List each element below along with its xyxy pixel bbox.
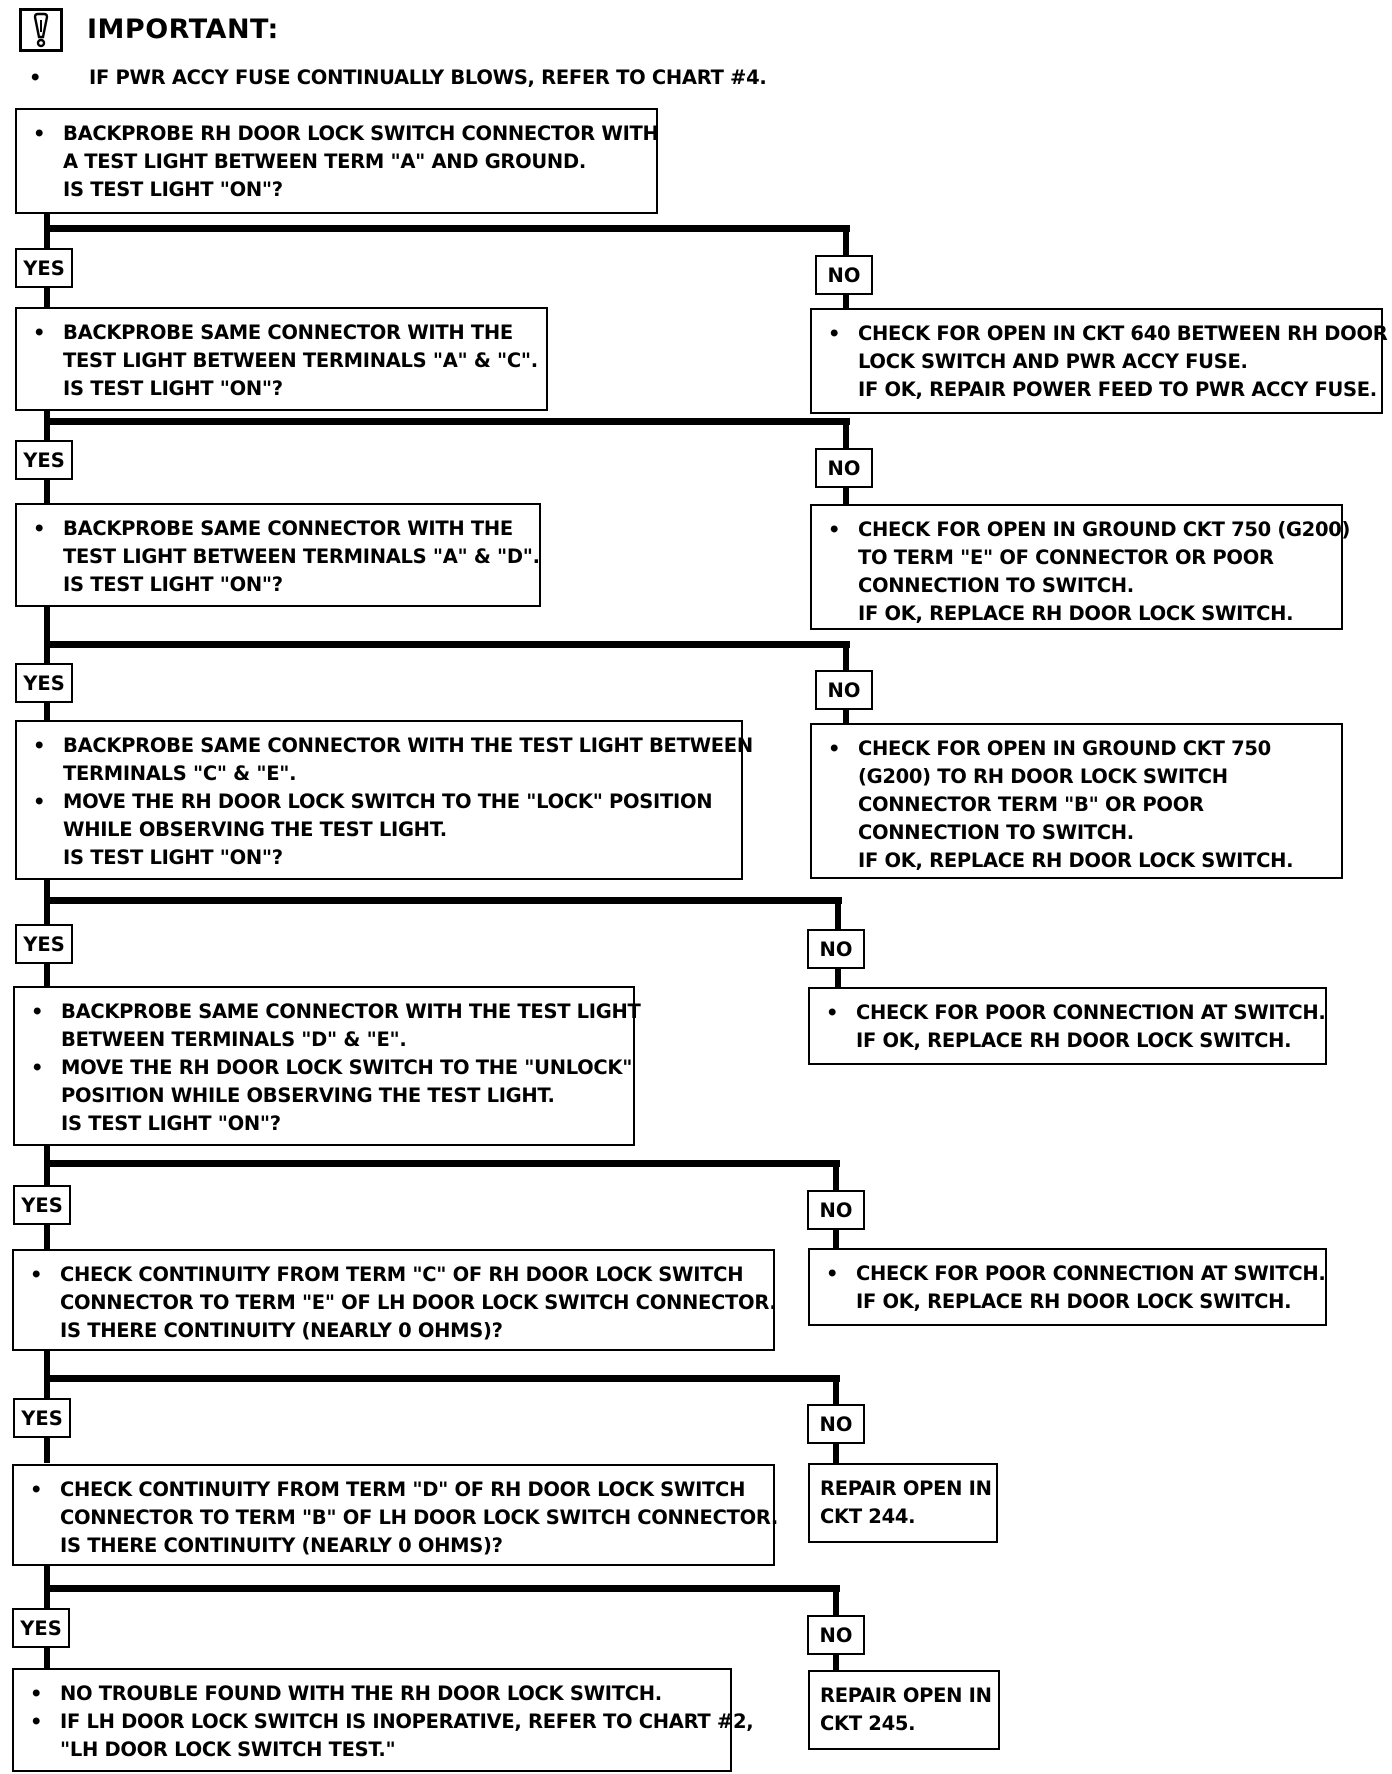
exclamation-icon bbox=[19, 8, 63, 52]
step-6-no-result-box: REPAIR OPEN IN CKT 244. bbox=[808, 1463, 998, 1543]
connector-line bbox=[843, 225, 849, 257]
no-label: NO bbox=[807, 1404, 865, 1444]
connector-line bbox=[44, 1223, 50, 1250]
branch-line bbox=[44, 418, 850, 425]
connector-line bbox=[44, 409, 50, 441]
step-5-question-box: •BACKPROBE SAME CONNECTOR WITH THE TEST … bbox=[13, 986, 641, 1146]
text-line: A TEST LIGHT BETWEEN TERM "A" AND GROUND… bbox=[63, 150, 586, 173]
connector-line bbox=[44, 1436, 50, 1463]
connector-line bbox=[44, 1646, 50, 1670]
step-7-question-box: •CHECK CONTINUITY FROM TERM "D" OF RH DO… bbox=[12, 1464, 778, 1566]
yes-label: YES bbox=[13, 1185, 71, 1225]
step-3-no-result-box: •CHECK FOR OPEN IN GROUND CKT 750 (G200)… bbox=[810, 723, 1343, 879]
step-4-no-result-box: •CHECK FOR POOR CONNECTION AT SWITCH. IF… bbox=[808, 987, 1327, 1065]
connector-line bbox=[833, 1442, 839, 1466]
text-line: •BACKPROBE RH DOOR LOCK SWITCH CONNECTOR… bbox=[33, 122, 659, 145]
connector-line bbox=[833, 1653, 839, 1672]
yes-label: YES bbox=[15, 663, 73, 703]
branch-line bbox=[44, 1585, 840, 1592]
connector-line bbox=[44, 605, 50, 665]
connector-line bbox=[833, 1228, 839, 1250]
no-label: NO bbox=[807, 1190, 865, 1230]
connector-line bbox=[833, 1585, 839, 1621]
yes-label: YES bbox=[13, 1398, 71, 1438]
bullet: • bbox=[29, 66, 42, 89]
text-line: IS TEST LIGHT "ON"? bbox=[63, 178, 283, 201]
no-label: NO bbox=[815, 670, 873, 710]
connector-line bbox=[44, 962, 50, 987]
connector-line bbox=[44, 878, 50, 930]
branch-line bbox=[44, 225, 850, 232]
connector-line bbox=[843, 293, 849, 310]
connector-line bbox=[44, 701, 50, 721]
yes-label: YES bbox=[15, 440, 73, 480]
yes-label: YES bbox=[15, 924, 73, 964]
connector-line bbox=[835, 967, 841, 989]
branch-line bbox=[44, 897, 842, 904]
step-7-no-result-box: REPAIR OPEN IN CKT 245. bbox=[808, 1670, 1000, 1750]
step-2-no-result-box: •CHECK FOR OPEN IN GROUND CKT 750 (G200)… bbox=[810, 504, 1350, 630]
yes-label: YES bbox=[12, 1608, 70, 1648]
step-4-question-box: •BACKPROBE SAME CONNECTOR WITH THE TEST … bbox=[15, 720, 753, 880]
step-3-question-box: •BACKPROBE SAME CONNECTOR WITH THE TEST … bbox=[15, 503, 541, 607]
important-title: IMPORTANT: bbox=[87, 14, 279, 45]
connector-line bbox=[843, 641, 849, 671]
step-1-question-box: •BACKPROBE RH DOOR LOCK SWITCH CONNECTOR… bbox=[15, 108, 659, 214]
branch-line bbox=[44, 641, 850, 648]
connector-line bbox=[835, 897, 841, 933]
no-label: NO bbox=[807, 1615, 865, 1655]
connector-line bbox=[843, 708, 849, 725]
step-5-no-result-box: •CHECK FOR POOR CONNECTION AT SWITCH. IF… bbox=[808, 1248, 1327, 1326]
important-note: • IF PWR ACCY FUSE CONTINUALLY BLOWS, REF… bbox=[29, 66, 767, 89]
step-1-no-result-box: •CHECK FOR OPEN IN CKT 640 BETWEEN RH DO… bbox=[810, 308, 1388, 414]
no-label: NO bbox=[807, 929, 865, 969]
important-note-text: IF PWR ACCY FUSE CONTINUALLY BLOWS, REFE… bbox=[89, 66, 767, 89]
no-label: NO bbox=[815, 448, 873, 488]
step-2-question-box: •BACKPROBE SAME CONNECTOR WITH THE TEST … bbox=[15, 307, 548, 411]
connector-line bbox=[843, 486, 849, 506]
branch-line bbox=[44, 1160, 840, 1167]
connector-line bbox=[843, 418, 849, 450]
important-header: IMPORTANT: • IF PWR ACCY FUSE CONTINUALLY… bbox=[15, 8, 915, 89]
connector-line bbox=[44, 478, 50, 506]
step-6-question-box: •CHECK CONTINUITY FROM TERM "C" OF RH DO… bbox=[12, 1249, 777, 1351]
branch-line bbox=[44, 1375, 840, 1382]
connector-line bbox=[833, 1160, 839, 1196]
connector-line bbox=[44, 286, 50, 310]
no-label: NO bbox=[815, 255, 873, 295]
yes-label: YES bbox=[15, 248, 73, 288]
connector-line bbox=[833, 1375, 839, 1411]
final-result-box: •NO TROUBLE FOUND WITH THE RH DOOR LOCK … bbox=[12, 1668, 754, 1772]
